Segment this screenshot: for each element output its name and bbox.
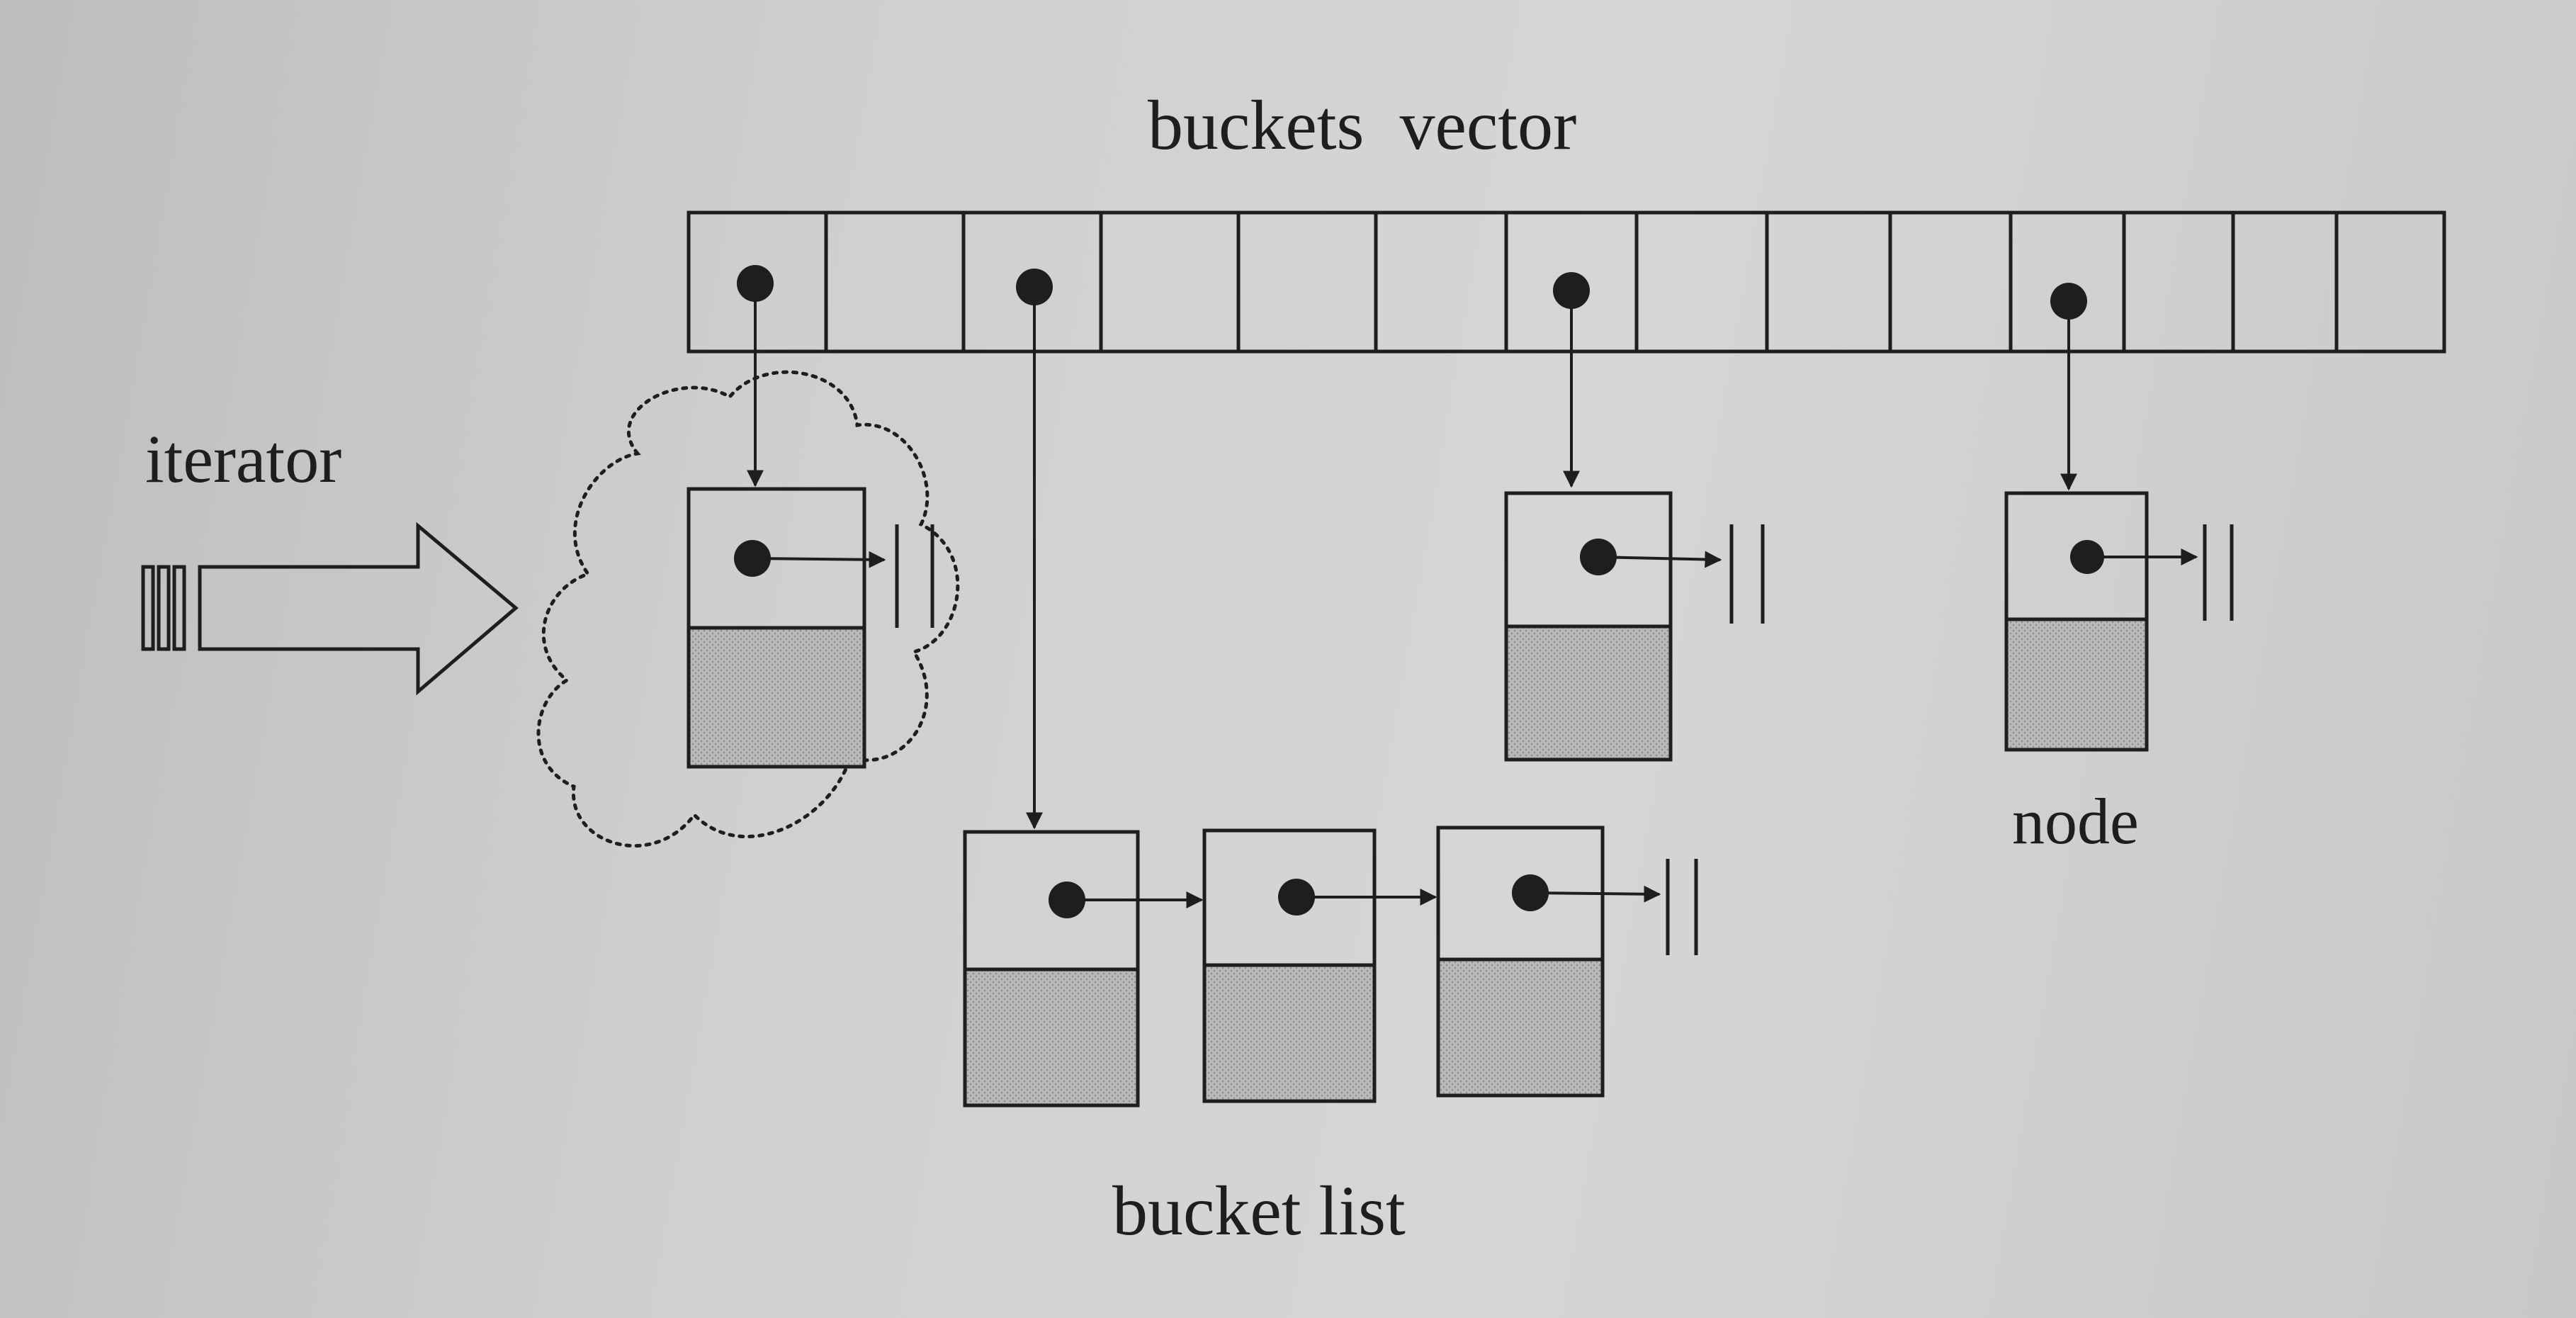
bucket-list-label: bucket list	[1112, 1171, 1406, 1250]
buckets-vector-label: buckets vector	[1148, 86, 1576, 164]
node	[1504, 491, 1765, 762]
list-node	[1436, 826, 1698, 1098]
iterator-label: iterator	[145, 421, 341, 497]
buckets-vector	[687, 210, 2446, 354]
list-node	[1202, 828, 1437, 1103]
list-node	[963, 830, 1204, 1108]
node	[687, 487, 934, 769]
node	[2004, 491, 2234, 752]
iterator-scope-cloud	[536, 370, 960, 848]
bucket-pointers	[737, 265, 2087, 320]
node-label: node	[2012, 785, 2139, 857]
iterator-arrow-icon	[141, 522, 519, 696]
bucket-arrows	[747, 283, 2077, 830]
bucket-list-chain	[963, 826, 1698, 1108]
